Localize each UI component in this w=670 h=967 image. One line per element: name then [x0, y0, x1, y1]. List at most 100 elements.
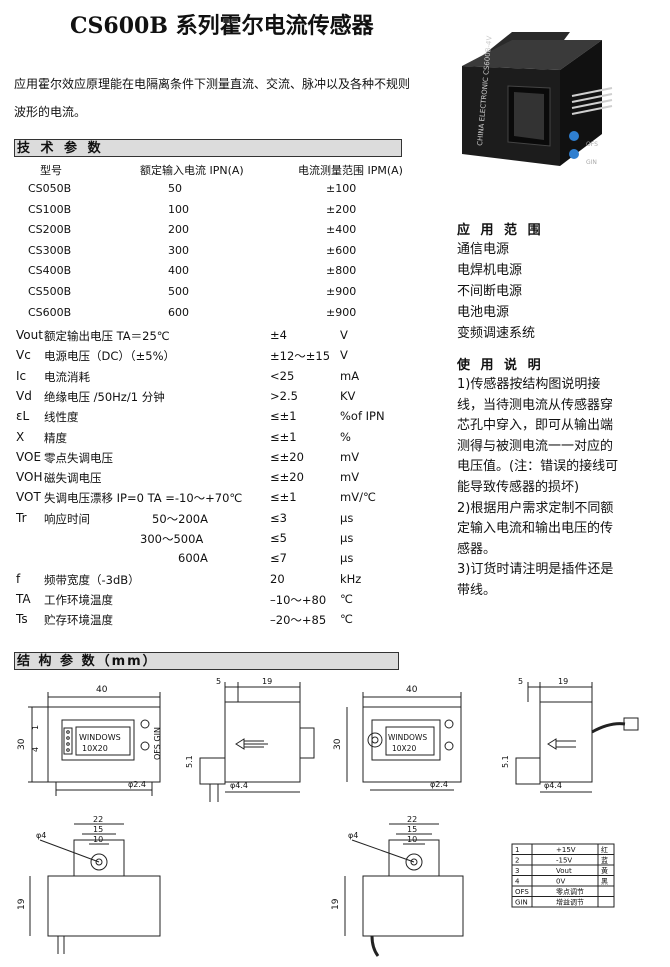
- header-ipn: 额定输入电流 IPN(A): [140, 164, 244, 177]
- param-name: 零点失调电压: [44, 450, 113, 465]
- front-view-cable: 40 WINDOWS 10X20 30 φ2.4: [333, 685, 462, 791]
- dim-22-b: 22: [407, 815, 417, 824]
- list-item: 电池电源: [457, 305, 510, 320]
- param-value: ≤3: [270, 510, 287, 525]
- dim-phi-4-4-b: φ4.4: [544, 781, 562, 790]
- dim-width-2: 40: [406, 685, 418, 695]
- param-value: ≤±1: [270, 429, 297, 444]
- pin-table-cell: +15V: [556, 846, 576, 854]
- pin-table-cell: 零点调节: [556, 887, 584, 896]
- dim-15-b: 15: [407, 825, 417, 834]
- param-value: –10～+80: [270, 592, 327, 607]
- param-unit: ℃: [340, 591, 353, 606]
- pin-table-cell: 1: [515, 846, 519, 854]
- tech-section-title: 技 术 参 数: [14, 139, 402, 157]
- param-symbol: εL: [16, 409, 30, 424]
- dim-22: 22: [93, 815, 103, 824]
- table-cell-ipm: ±900: [326, 285, 357, 298]
- param-value: ≤±1: [270, 490, 297, 505]
- param-value: –20～+85: [270, 613, 327, 628]
- dim-phi-2-4-b: φ2.4: [430, 780, 448, 789]
- table-cell-ipn: 600: [168, 305, 189, 319]
- table-cell-ipm: ±400: [326, 223, 357, 237]
- window-label-2: WINDOWS: [388, 733, 427, 742]
- param-unit: mA: [340, 368, 360, 383]
- photo-ofs-label: OFS: [586, 141, 598, 148]
- param-value: 20: [270, 571, 285, 586]
- param-value: ≤±1: [270, 409, 297, 424]
- param-unit: μs: [340, 510, 354, 525]
- param-unit: μs: [340, 551, 354, 566]
- header-model: 型号: [40, 164, 62, 177]
- dim-5-1: 5.1: [185, 755, 194, 768]
- table-cell-model: CS400B: [28, 264, 72, 278]
- param-value: ≤7: [270, 551, 287, 566]
- intro-text: 应用霍尔效应原理能在电隔离条件下测量直流、交流、脉冲以及各种不规则波形的电流。: [14, 77, 411, 119]
- param-unit: %: [340, 429, 351, 444]
- application-title: 应 用 范 围: [457, 223, 544, 238]
- page-title: CS600B 系列霍尔电流传感器: [70, 13, 374, 39]
- list-item: 变频调速系统: [457, 326, 536, 341]
- pin-table-cell: -15V: [556, 857, 572, 865]
- pin-table-cell: 黄: [601, 866, 608, 875]
- ofs-gin-label: OFS GIN: [153, 727, 162, 760]
- dim-19-bottom: 19: [17, 898, 27, 910]
- param-name: 失调电压漂移 IP=0 TA =-10～+70℃: [44, 491, 243, 506]
- param-name: 工作环境温度: [44, 592, 113, 607]
- pin-table-cell: 黑: [601, 878, 608, 886]
- dim-phi-4-4: φ4.4: [230, 781, 248, 790]
- table-cell-ipm: ±800: [326, 264, 357, 278]
- front-view-pin: 40 WINDOWS 10X20 OFS GIN 30 4 1 φ2.4: [17, 685, 162, 796]
- param-condition: 300～500A: [140, 532, 204, 546]
- table-cell-ipn: 50: [168, 182, 182, 195]
- table-cell-ipm: ±900: [326, 305, 357, 319]
- bottom-view-cable: 22 15 10 φ4 19: [331, 815, 464, 957]
- list-item: 电焊机电源: [457, 263, 523, 278]
- param-symbol: Vc: [16, 348, 31, 363]
- dim-width: 40: [96, 685, 108, 695]
- param-symbol: Tr: [16, 510, 27, 525]
- table-cell-ipm: ±600: [326, 243, 357, 257]
- param-symbol: Ic: [16, 368, 27, 383]
- param-name: 贮存环境温度: [44, 613, 113, 628]
- pin-table-cell: GIN: [515, 899, 528, 907]
- application-list: 通信电源 电焊机电源 不间断电源 电池电源 变频调速系统: [457, 239, 535, 344]
- param-symbol: Vout: [16, 328, 43, 342]
- table-cell-model: CS600B: [28, 305, 72, 319]
- param-name: 磁失调电压: [44, 471, 102, 486]
- param-unit: V: [340, 328, 348, 342]
- dim-5: 5: [216, 677, 221, 686]
- param-unit: V: [340, 348, 348, 363]
- param-name: 精度: [44, 430, 67, 445]
- dim-19-b: 19: [558, 677, 568, 686]
- pin-table-cell: 3: [515, 867, 519, 875]
- param-unit: μs: [340, 531, 354, 545]
- param-symbol: VOT: [16, 490, 41, 505]
- param-symbol: VOH: [16, 470, 43, 485]
- dim-height: 30: [17, 738, 27, 750]
- dim-5-b: 5: [518, 677, 523, 686]
- window-size-label-2: 10X20: [392, 744, 416, 753]
- dim-phi-2-4: φ2.4: [128, 780, 146, 789]
- param-value: ≤±20: [270, 449, 304, 464]
- dim-phi-4: φ4: [36, 831, 46, 840]
- usage-text: 1)传感器按结构图说明接线，当待测电流从传感器穿芯孔中穿入，即可从输出端测得与被…: [457, 377, 619, 598]
- param-name: 电源电压（DC）（±5%）: [44, 349, 176, 364]
- bottom-view-pin: 22 15 10 φ4 19: [17, 815, 161, 954]
- param-value: ≤5: [270, 531, 287, 545]
- param-symbol: Vd: [16, 388, 32, 403]
- table-cell-ipn: 100: [168, 202, 189, 216]
- pin-table-cell: 2: [515, 857, 519, 865]
- param-value: >2.5: [270, 388, 298, 403]
- window-size-label: 10X20: [82, 744, 108, 753]
- param-symbol: X: [16, 429, 25, 444]
- pin-table-cell: 4: [515, 878, 520, 886]
- param-condition: 600A: [178, 551, 208, 566]
- dim-5-1-b: 5.1: [501, 755, 510, 768]
- dim-height-2: 30: [333, 738, 343, 750]
- table-cell-model: CS500B: [28, 285, 72, 298]
- param-unit: ℃: [340, 612, 353, 627]
- param-name: 绝缘电压 /50Hz/1 分钟: [44, 389, 165, 404]
- param-value: ±12～±15: [270, 349, 331, 364]
- side-view-pin: 5 19 5.1 φ4.4: [185, 677, 315, 802]
